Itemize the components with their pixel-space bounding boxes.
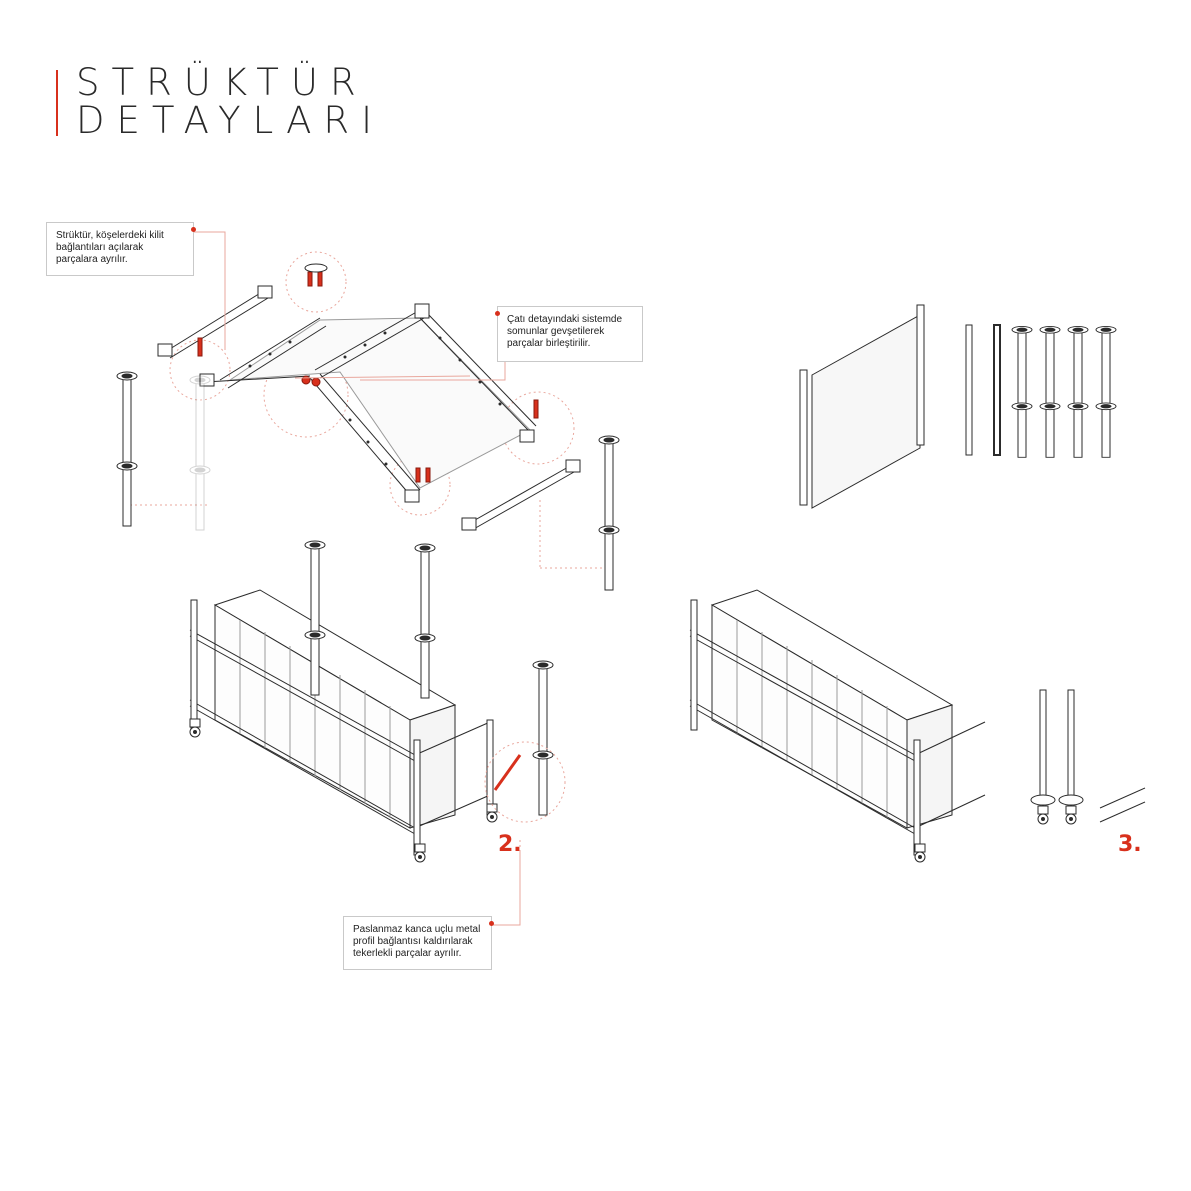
note-corner-locks-text: Strüktür, köşelerdeki kilit bağlantıları… (56, 230, 164, 265)
title-line-1: STRÜKTÜR (76, 61, 368, 104)
assembled-cart-left (189, 540, 566, 925)
note-roof-nuts-text: Çatı detayındaki sistemde somunlar gevşe… (507, 314, 623, 349)
page-title: STRÜKTÜR DETAYLARI (76, 64, 384, 140)
step-number-2: 2. (498, 832, 522, 857)
disassembled-roof-parts (799, 304, 1117, 509)
note-hook-profile: Paslanmaz kanca uçlu metal profil bağlan… (343, 916, 494, 970)
assembled-cart-right (689, 589, 1146, 863)
note-marker-dot (191, 227, 196, 232)
note-marker-dot (489, 921, 494, 926)
note-corner-locks: Strüktür, köşelerdeki kilit bağlantıları… (46, 222, 196, 276)
step-number-3: 3. (1118, 832, 1142, 857)
title-line-2: DETAYLARI (76, 99, 385, 142)
note-hook-profile-text: Paslanmaz kanca uçlu metal profil bağlan… (353, 924, 481, 959)
exploded-roof-diagram (116, 251, 620, 591)
note-roof-nuts: Çatı detayındaki sistemde somunlar gevşe… (495, 306, 643, 362)
note-marker-dot (495, 311, 500, 316)
title-accent-bar (56, 70, 58, 136)
